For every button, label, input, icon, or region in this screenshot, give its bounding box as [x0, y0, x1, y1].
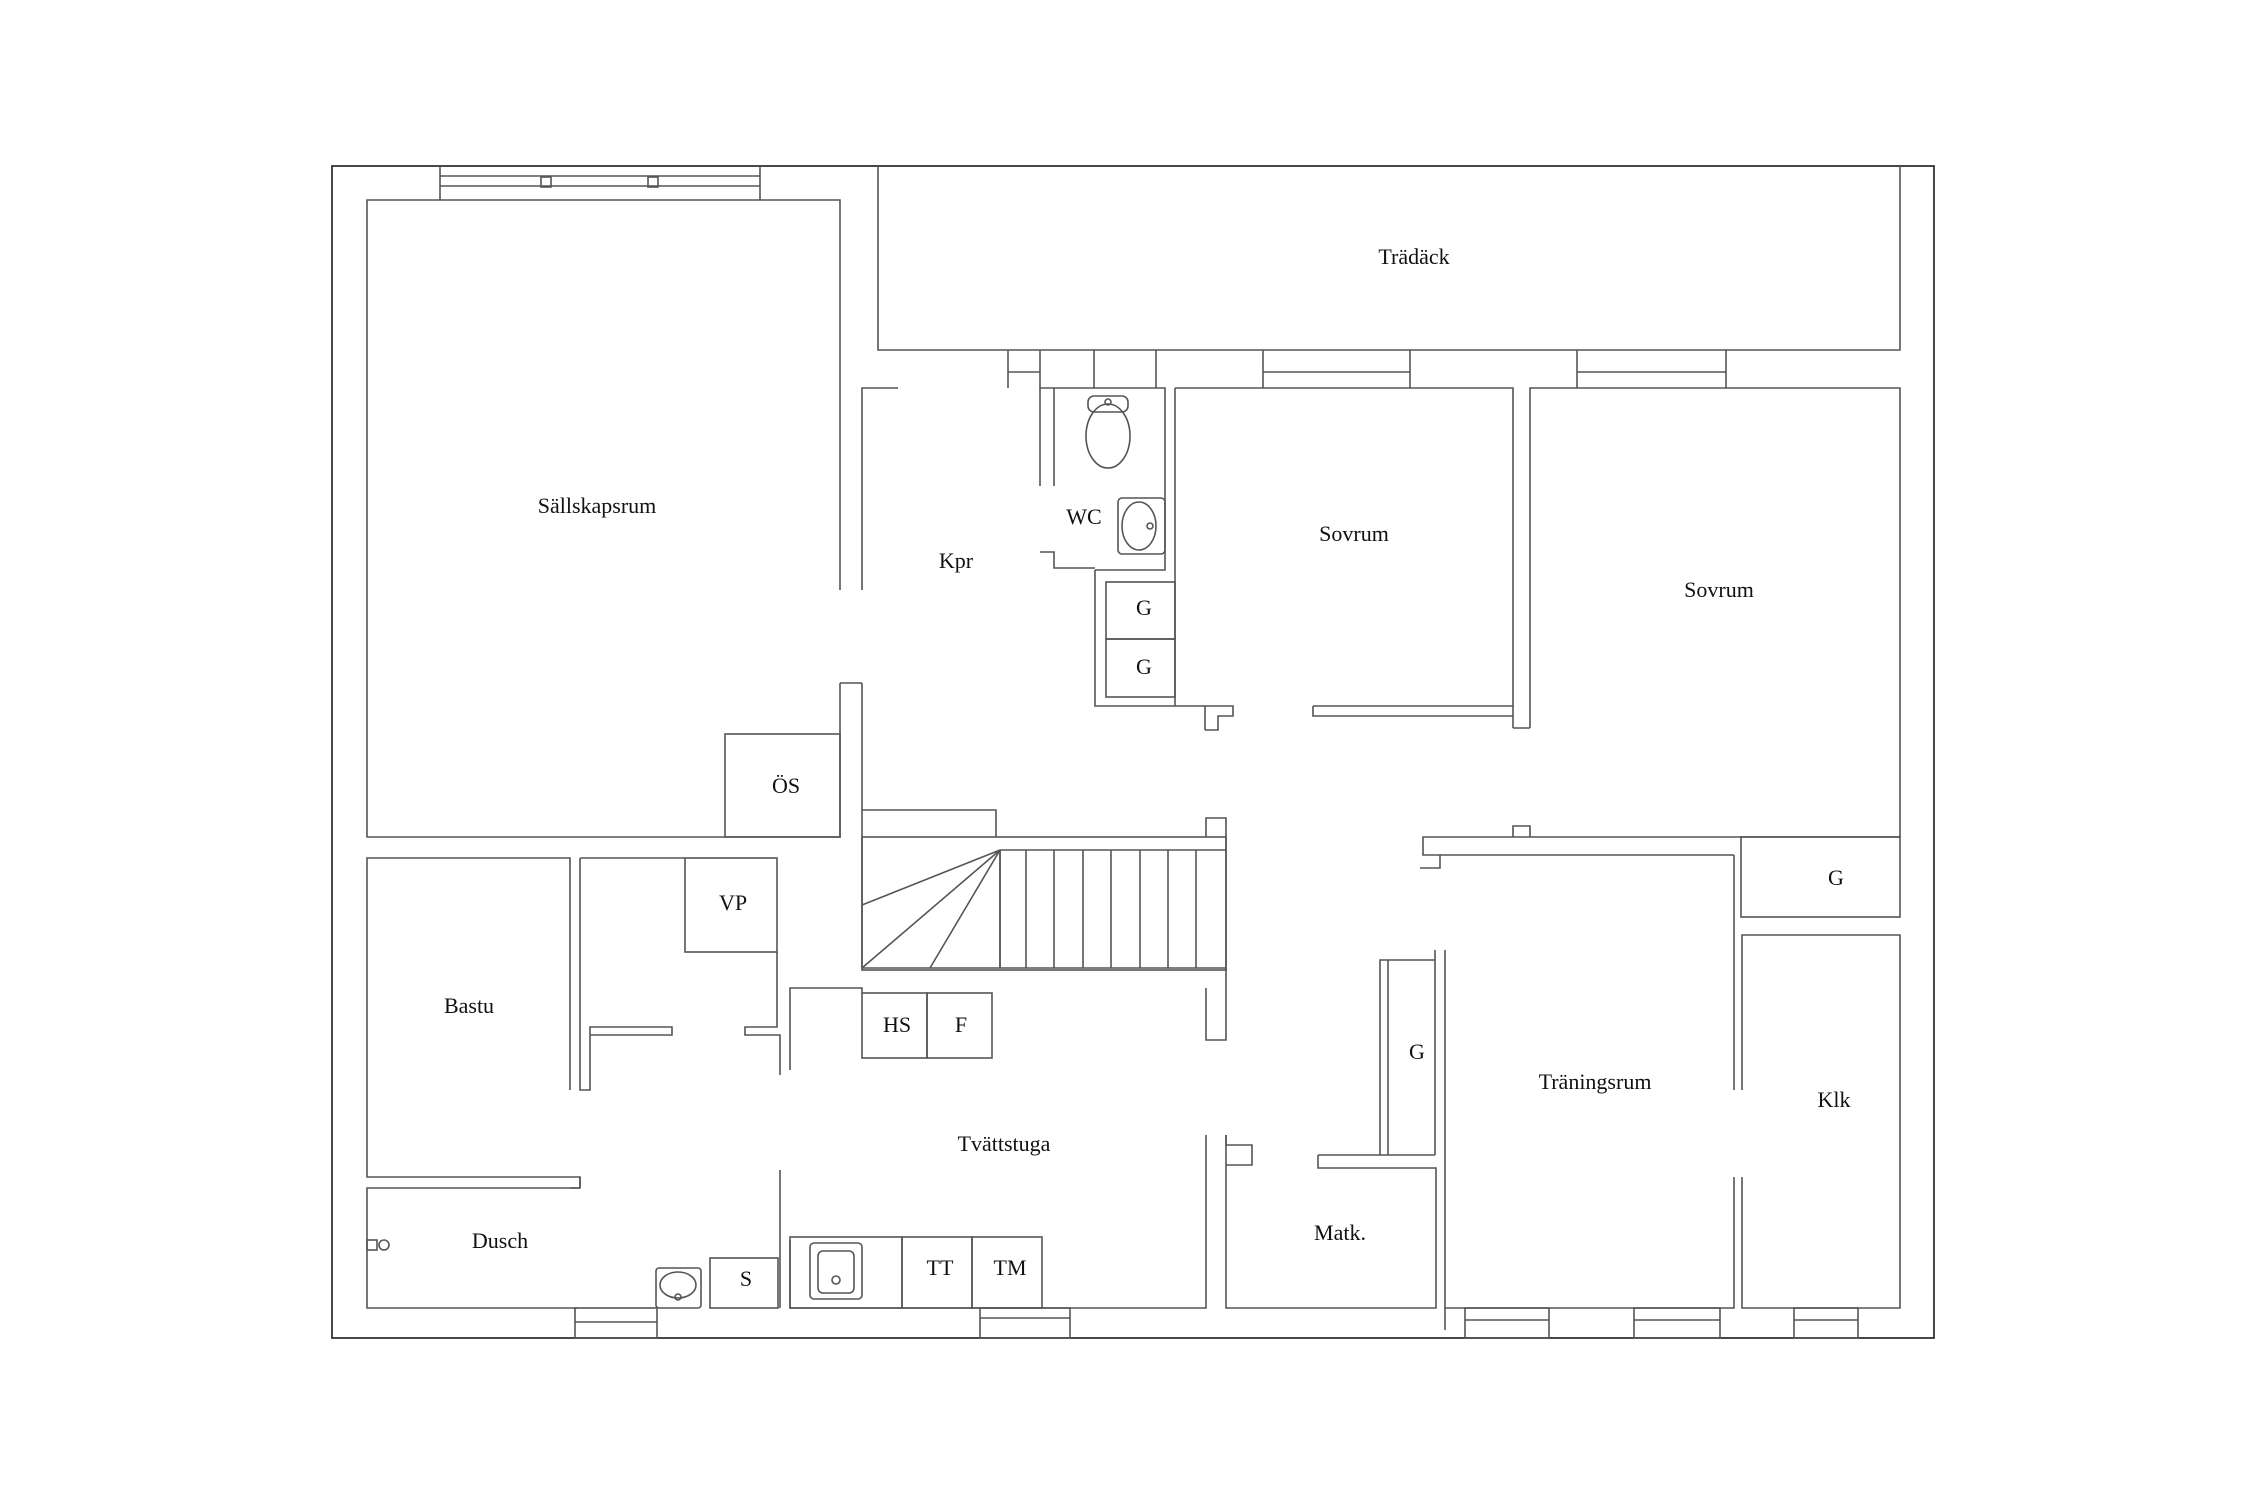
washbasin-icon — [655, 1267, 702, 1309]
room-label-sovrum-1: Sovrum — [1319, 521, 1389, 546]
room-label-traningsrum: Träningsrum — [1539, 1069, 1652, 1094]
room-label-dusch: Dusch — [472, 1228, 528, 1253]
shower-head-icon — [366, 1239, 390, 1251]
room-label-tvattstuga: Tvättstuga — [958, 1131, 1051, 1156]
room-label-hs: HS — [883, 1012, 911, 1037]
wardrobe-label-g-4: G — [1409, 1039, 1425, 1064]
room-label-matk: Matk. — [1314, 1220, 1366, 1245]
room-label-klk: Klk — [1818, 1087, 1851, 1112]
room-label-bastu: Bastu — [444, 993, 494, 1018]
toilet-icon — [1085, 395, 1131, 469]
room-label-kpr: Kpr — [939, 548, 974, 573]
room-label-wc: WC — [1066, 504, 1101, 529]
sink-icon — [1117, 497, 1166, 555]
laundry-sink-icon — [809, 1242, 863, 1300]
room-label-tm: TM — [994, 1255, 1027, 1280]
room-label-sovrum-2: Sovrum — [1684, 577, 1754, 602]
outer-boundary — [331, 165, 1935, 1339]
room-label-tradack: Trädäck — [1378, 244, 1449, 269]
room-label-s: S — [740, 1266, 752, 1291]
wardrobe-label-g-3: G — [1828, 865, 1844, 890]
wardrobe-label-g-2: G — [1136, 654, 1152, 679]
room-label-sallskapsrum: Sällskapsrum — [538, 493, 657, 518]
walls — [366, 166, 1901, 1339]
wardrobe-label-g-1: G — [1136, 595, 1152, 620]
room-labels: Sällskapsrum Trädäck Kpr WC Sovrum Sovru… — [444, 244, 1851, 1291]
room-label-vp: VP — [719, 890, 747, 915]
room-label-tt: TT — [927, 1255, 954, 1280]
room-label-os: ÖS — [772, 773, 800, 798]
room-label-f: F — [955, 1012, 967, 1037]
